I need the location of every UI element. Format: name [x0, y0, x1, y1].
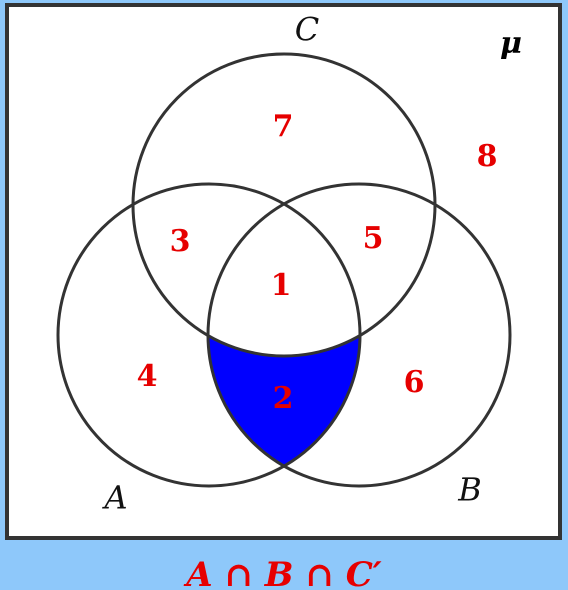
set-expression-caption: A ∩ B ∩ C′ — [186, 555, 382, 590]
region-number-2: 2 — [273, 381, 294, 416]
region-number-3: 3 — [170, 224, 191, 259]
region-number-1: 1 — [271, 268, 292, 303]
region-number-7: 7 — [273, 109, 294, 144]
set-label-c: C — [295, 11, 319, 49]
region-number-8: 8 — [477, 139, 498, 174]
region-number-6: 6 — [404, 365, 425, 400]
universe-label: μ — [500, 26, 522, 61]
set-label-b: B — [457, 471, 482, 509]
region-number-4: 4 — [137, 359, 158, 394]
set-label-a: A — [101, 479, 127, 517]
region-number-5: 5 — [363, 221, 384, 256]
circle-set-c — [131, 52, 437, 358]
